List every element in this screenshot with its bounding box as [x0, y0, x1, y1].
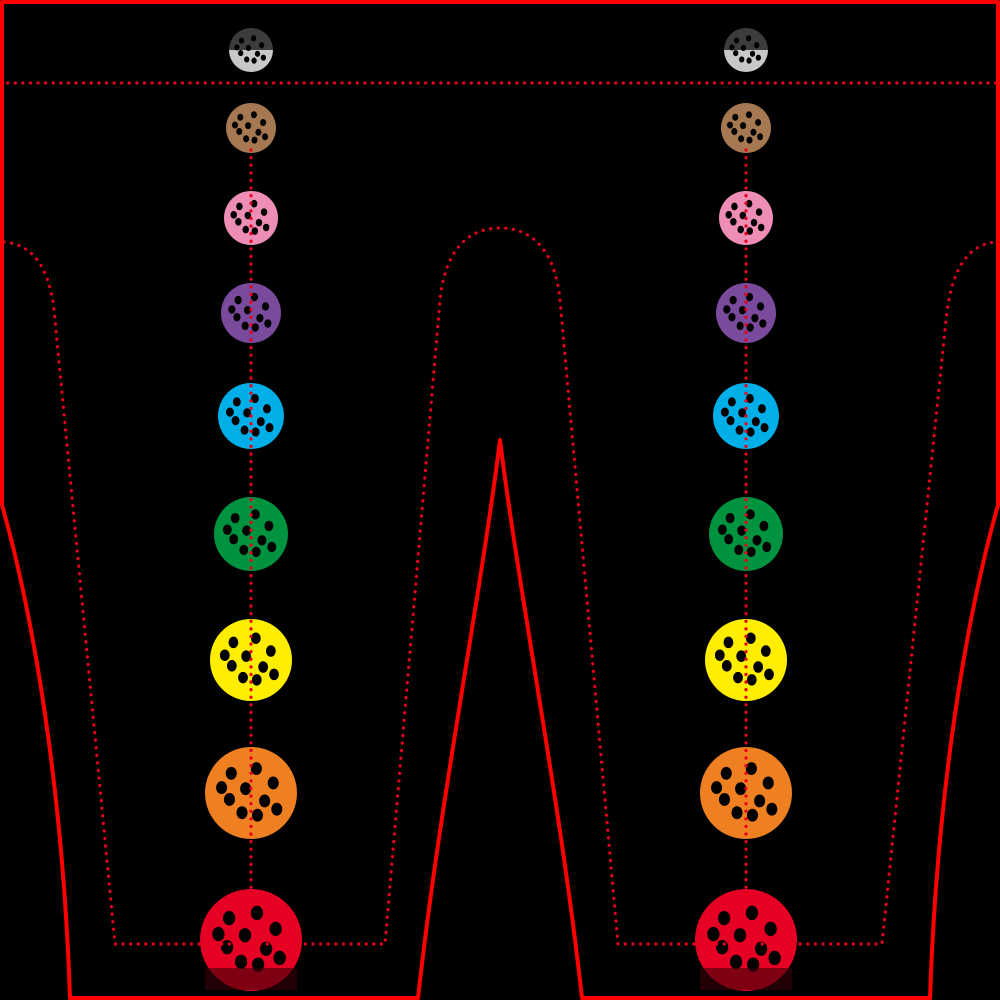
seam-allowance-guide [2, 226, 998, 946]
ball-shadow [700, 968, 792, 990]
pickleball-white-black-icon [229, 28, 273, 72]
ball-column-right-leg [695, 28, 797, 991]
pickleball-white-black-icon [724, 28, 768, 72]
ball-shadow [205, 968, 297, 990]
pickleball-purple-icon [221, 283, 281, 343]
pickleball-green-icon [709, 497, 783, 571]
pickleball-red-icon [695, 889, 797, 991]
pickleball-purple-icon [716, 283, 776, 343]
pickleball-orange-icon [205, 747, 297, 839]
pickleball-green-icon [214, 497, 288, 571]
pickleball-brown-icon [226, 103, 276, 153]
pickleball-orange-icon [700, 747, 792, 839]
pickleball-brown-icon [721, 103, 771, 153]
